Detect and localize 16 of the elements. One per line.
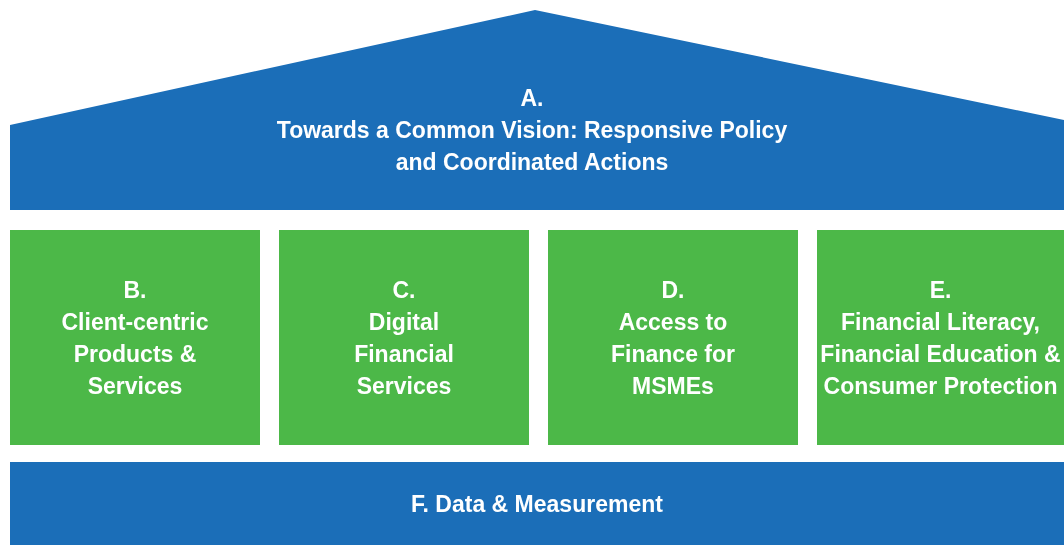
section-letter: B. xyxy=(123,275,147,305)
foundation-bar xyxy=(10,462,1064,545)
section-letter: C. xyxy=(392,275,416,305)
section-title: Digital Financial Services xyxy=(353,307,455,401)
section-title: Towards a Common Vision: Responsive Policy and Coordinated Actions xyxy=(275,116,789,177)
section-letter: E. xyxy=(929,275,952,305)
section-title: Client-centric Products & Services xyxy=(60,307,210,401)
pillar-box xyxy=(10,230,260,445)
pillar-box xyxy=(817,230,1064,445)
section-letter: D. xyxy=(661,275,685,305)
pillar-box xyxy=(548,230,798,445)
section-title: F. Data & Measurement xyxy=(411,489,663,519)
section-title: Financial Literacy, Financial Education & Consumer Protection xyxy=(819,307,1062,401)
section-title: Access to Finance for MSMEs xyxy=(610,307,736,401)
pillar-box xyxy=(279,230,529,445)
section-letter: A. xyxy=(520,84,544,113)
